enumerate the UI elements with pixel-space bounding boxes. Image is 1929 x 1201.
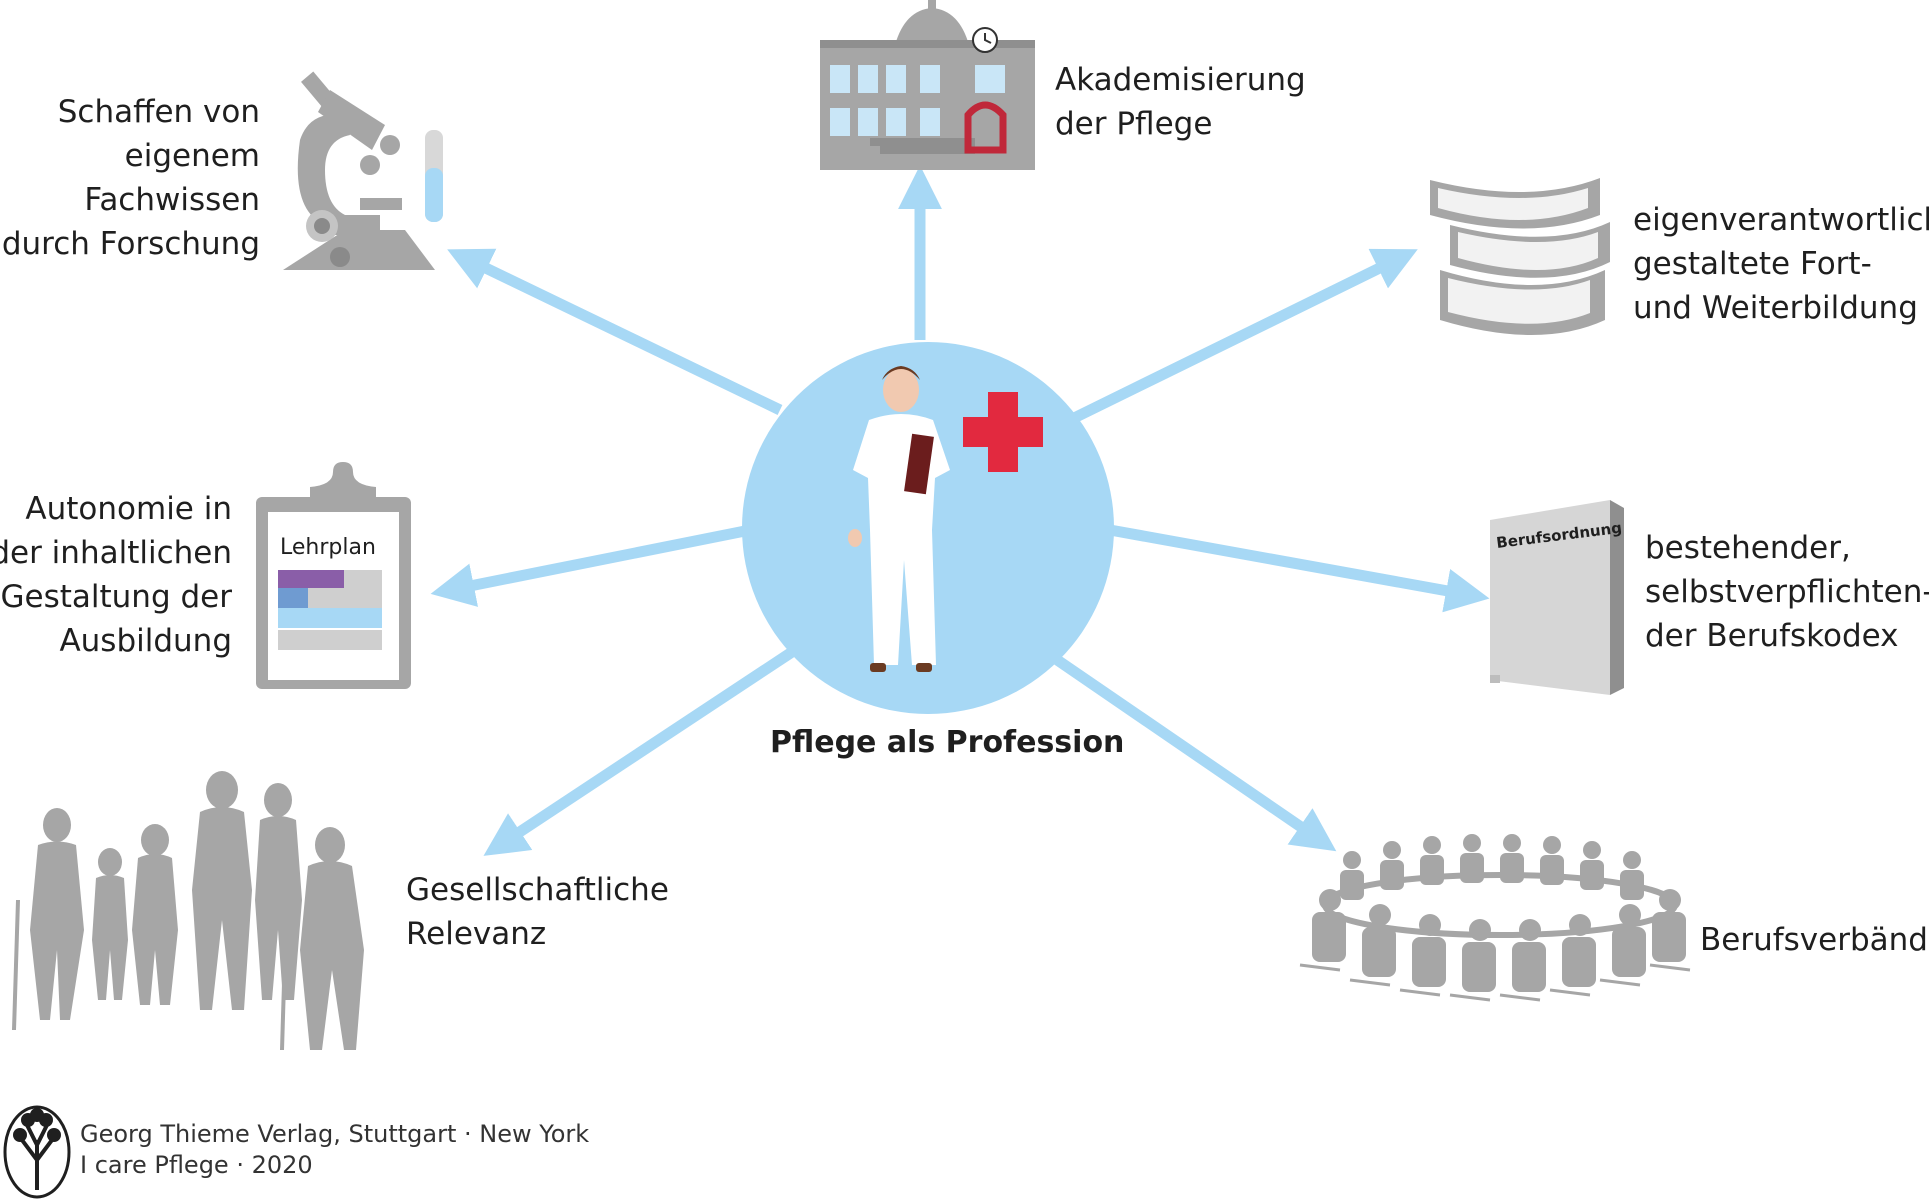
arrow-codex (1109, 524, 1490, 613)
arrow-autonomy (430, 524, 752, 607)
center-title: Pflege als Profession (770, 725, 1125, 760)
arrow-associations (1046, 650, 1337, 852)
arrow-society (483, 645, 799, 856)
label-academia: Akademisierung der Pflege (1055, 62, 1306, 142)
arrows (430, 165, 1490, 856)
label-codex: bestehender, selbstverpflichten- der Ber… (1645, 530, 1929, 654)
clipboard-label: Lehrplan (280, 535, 376, 560)
red-cross-icon (963, 392, 1043, 472)
publisher-logo-icon (3, 1105, 71, 1199)
books-icon (1430, 178, 1610, 335)
label-associations: Berufsverbände (1700, 922, 1929, 958)
label-autonomy: Autonomie in der inhaltlichen Gestaltung… (0, 491, 232, 659)
conference-table-icon (1299, 834, 1691, 1002)
clipboard-icon (256, 462, 411, 689)
people-icon (12, 771, 364, 1051)
center-node (742, 342, 1114, 714)
arrow-research (447, 248, 783, 415)
credit-line-1: Georg Thieme Verlag, Stuttgart · New Yor… (80, 1120, 590, 1148)
nurse-icon (848, 366, 950, 672)
credit-line-2: I care Pflege · 2020 (80, 1151, 313, 1179)
microscope-icon (283, 71, 443, 270)
label-education: eigenverantwortlich gestaltete Fort- und… (1633, 202, 1929, 326)
arrow-education (1067, 248, 1418, 425)
university-building-icon (820, 0, 1035, 170)
label-society: Gesellschaftliche Relevanz (406, 872, 669, 952)
label-research: Schaffen von eigenem Fachwissen durch Fo… (1, 94, 260, 262)
book-icon (1490, 500, 1624, 695)
